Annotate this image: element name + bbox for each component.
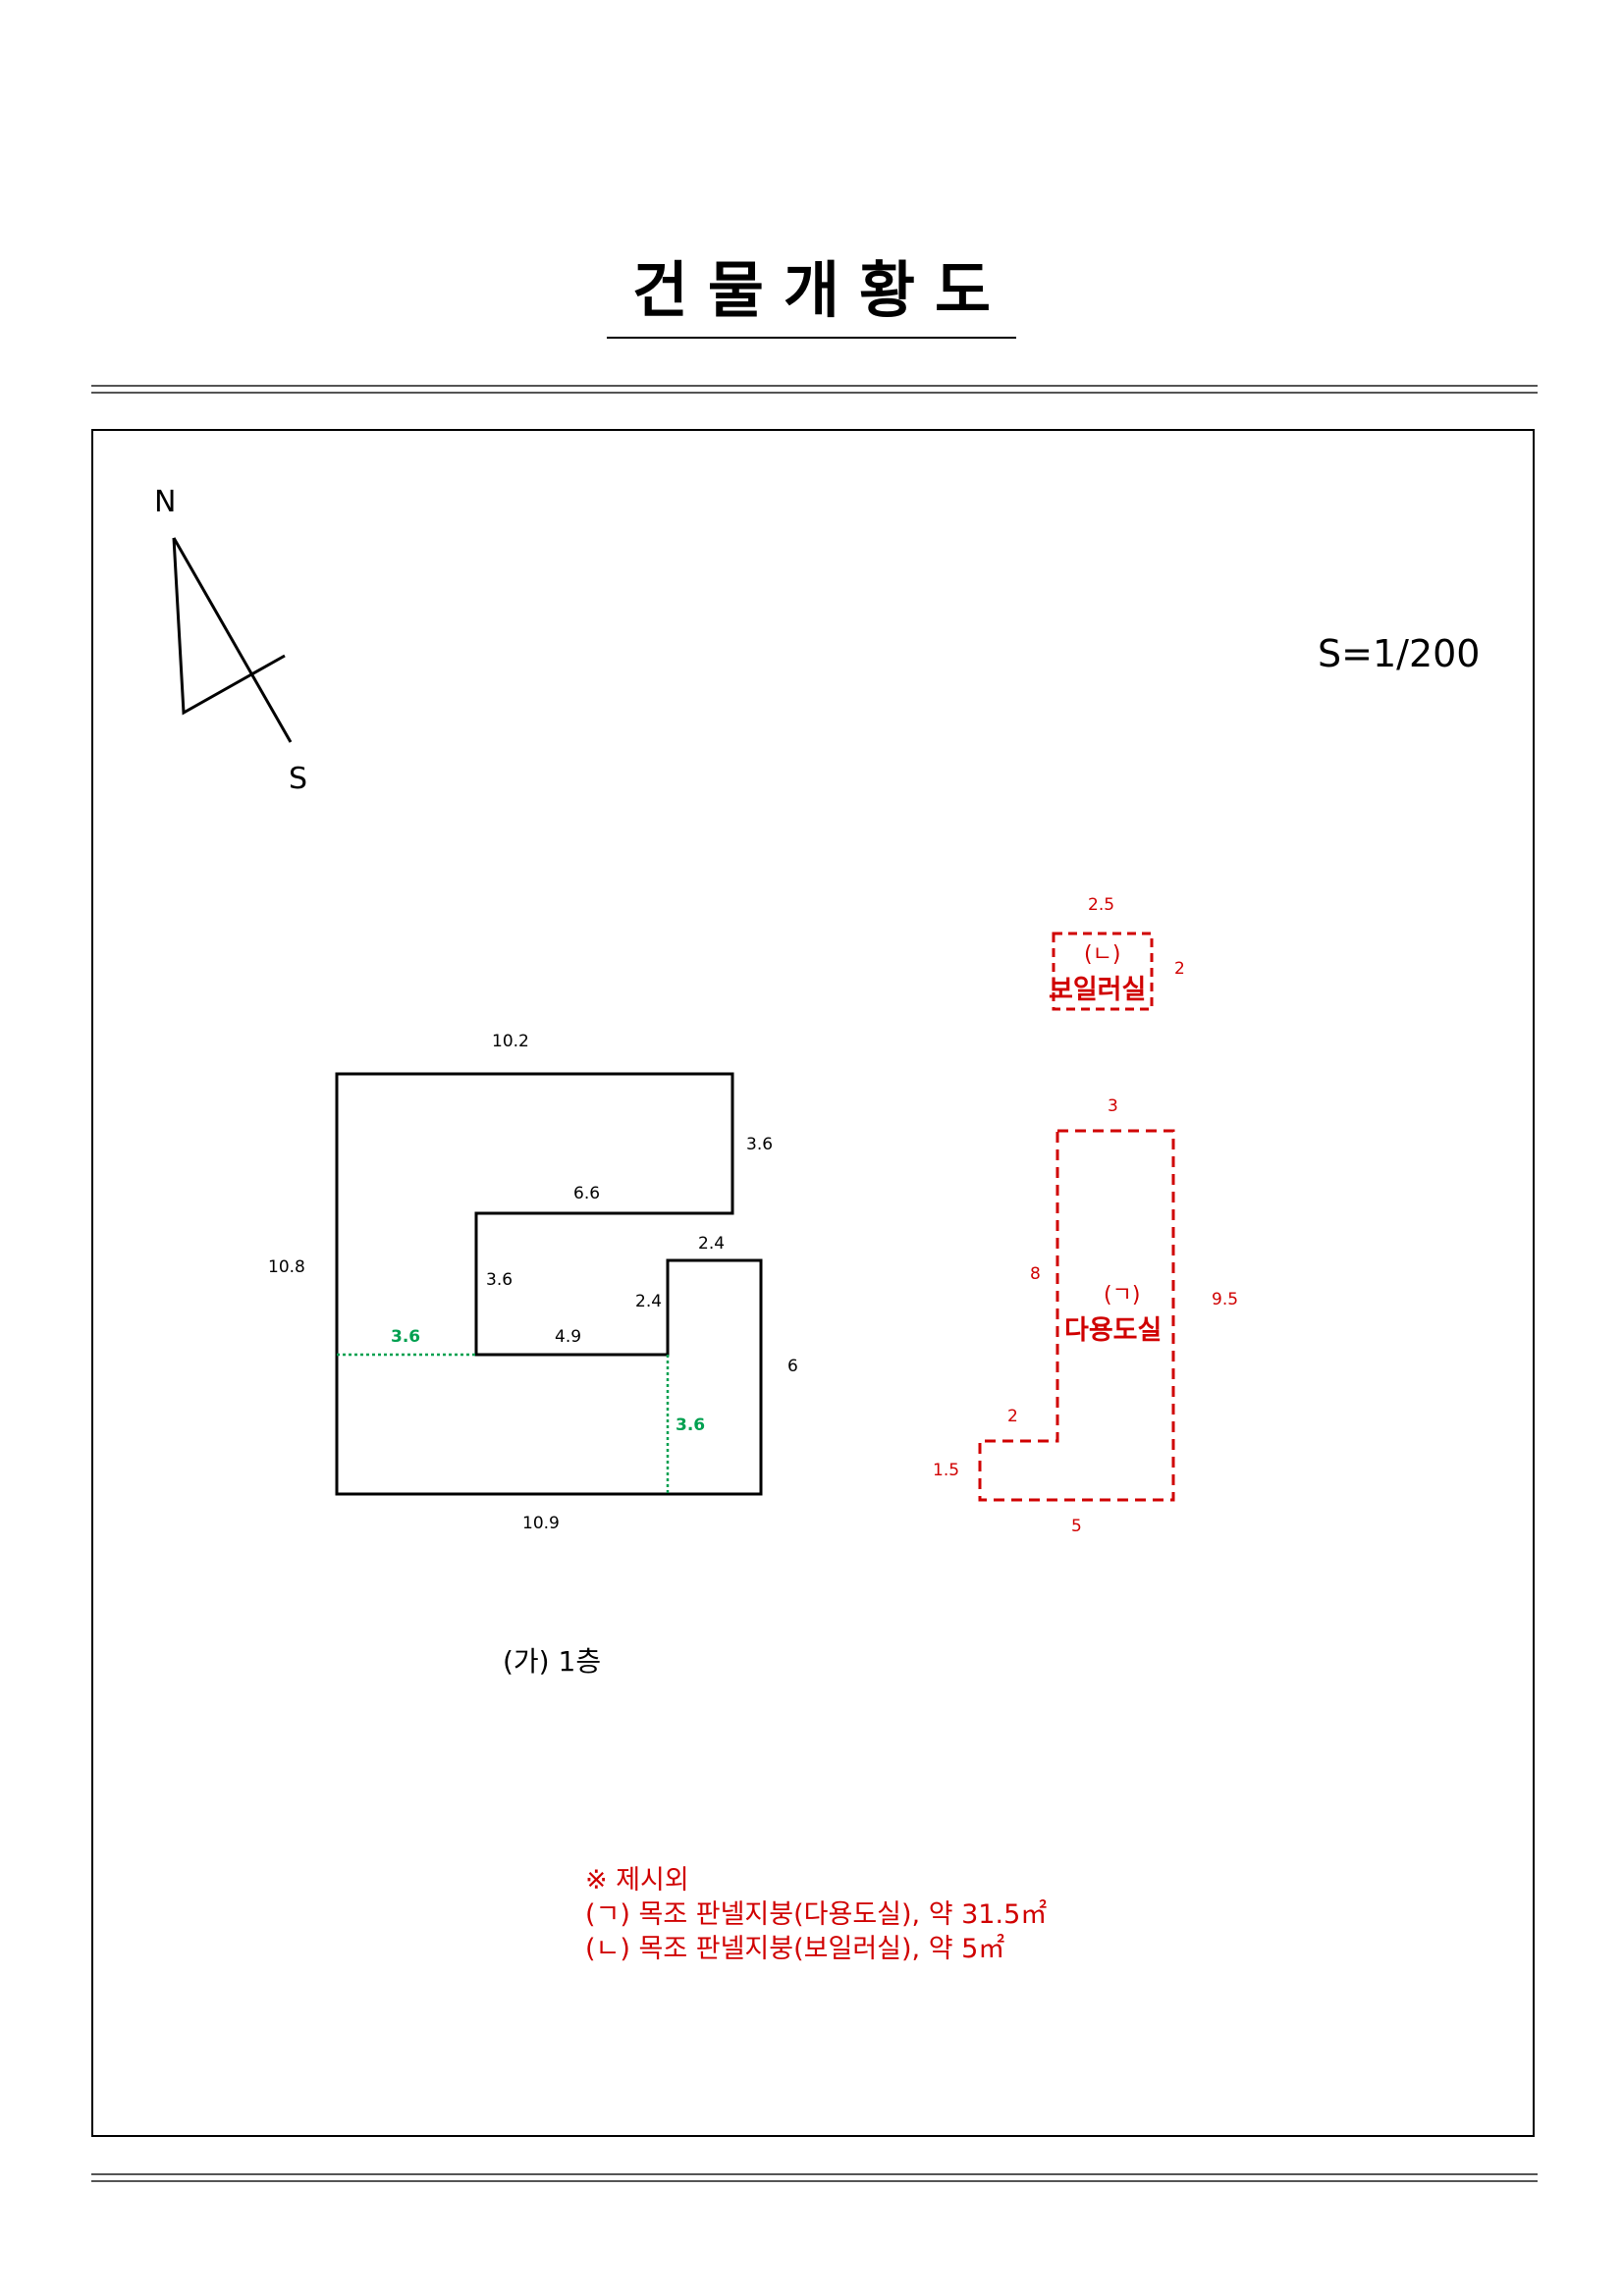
drawing-frame bbox=[91, 429, 1535, 2137]
annex-boiler-label-2: 보일러실 bbox=[1049, 975, 1146, 1005]
annex-storage-dim-bottom: 5 bbox=[1071, 1517, 1082, 1536]
top-rule-1 bbox=[91, 385, 1538, 387]
scale-label: S=1/200 bbox=[1318, 632, 1480, 675]
annex-storage-dim-top: 3 bbox=[1108, 1096, 1118, 1116]
dim-green-vertical: 3.6 bbox=[676, 1415, 705, 1435]
notes-line-1: (ㄱ) 목조 판넬지붕(다용도실), 약 31.5㎡ bbox=[585, 1899, 1048, 1930]
dim-inner-top: 6.6 bbox=[573, 1184, 600, 1203]
dim-inner-left: 3.6 bbox=[486, 1270, 513, 1290]
annex-boiler-dim-right: 2 bbox=[1174, 959, 1185, 979]
annex-storage-dim-step-side: 1.5 bbox=[933, 1461, 959, 1480]
notes-block: ※ 제시외 (ㄱ) 목조 판넬지붕(다용도실), 약 31.5㎡ (ㄴ) 목조 … bbox=[585, 1863, 1047, 1966]
floor-label: (가) 1층 bbox=[503, 1645, 601, 1678]
page-title-text: 건물개황도 bbox=[606, 240, 1017, 339]
annex-storage-outline bbox=[978, 1129, 1175, 1502]
bottom-rule-1 bbox=[91, 2173, 1538, 2175]
dim-right: 6 bbox=[787, 1357, 798, 1376]
dim-bottom: 10.9 bbox=[522, 1514, 560, 1533]
annex-storage-dim-left: 8 bbox=[1030, 1264, 1041, 1284]
dim-step-top: 2.4 bbox=[698, 1234, 725, 1254]
top-rule-2 bbox=[91, 392, 1538, 394]
page-title: 건물개황도 bbox=[0, 240, 1623, 339]
dim-step-left: 2.4 bbox=[635, 1292, 662, 1311]
compass bbox=[172, 537, 293, 743]
annex-boiler-outline bbox=[1052, 932, 1154, 1011]
annex-boiler-label-1: (ㄴ) bbox=[1084, 942, 1120, 967]
annex-storage-dim-step: 2 bbox=[1007, 1407, 1018, 1426]
dim-inner-bottom: 4.9 bbox=[555, 1327, 581, 1347]
dim-right-top: 3.6 bbox=[746, 1135, 773, 1154]
dim-left: 10.8 bbox=[268, 1257, 305, 1277]
dim-green-horizontal: 3.6 bbox=[391, 1327, 420, 1347]
compass-north-label: N bbox=[154, 485, 176, 519]
dim-top: 10.2 bbox=[492, 1032, 529, 1051]
compass-south-label: S bbox=[289, 762, 307, 796]
annex-storage-dim-right: 9.5 bbox=[1212, 1290, 1238, 1309]
notes-header: ※ 제시외 bbox=[585, 1865, 689, 1896]
annex-storage-label-1: (ㄱ) bbox=[1104, 1283, 1140, 1308]
annex-boiler-dim-top: 2.5 bbox=[1088, 895, 1114, 915]
compass-needle bbox=[172, 537, 293, 743]
notes-line-2: (ㄴ) 목조 판넬지붕(보일러실), 약 5㎡ bbox=[585, 1934, 1005, 1964]
annex-storage-label-2: 다용도실 bbox=[1064, 1315, 1162, 1346]
bottom-rule-2 bbox=[91, 2180, 1538, 2182]
